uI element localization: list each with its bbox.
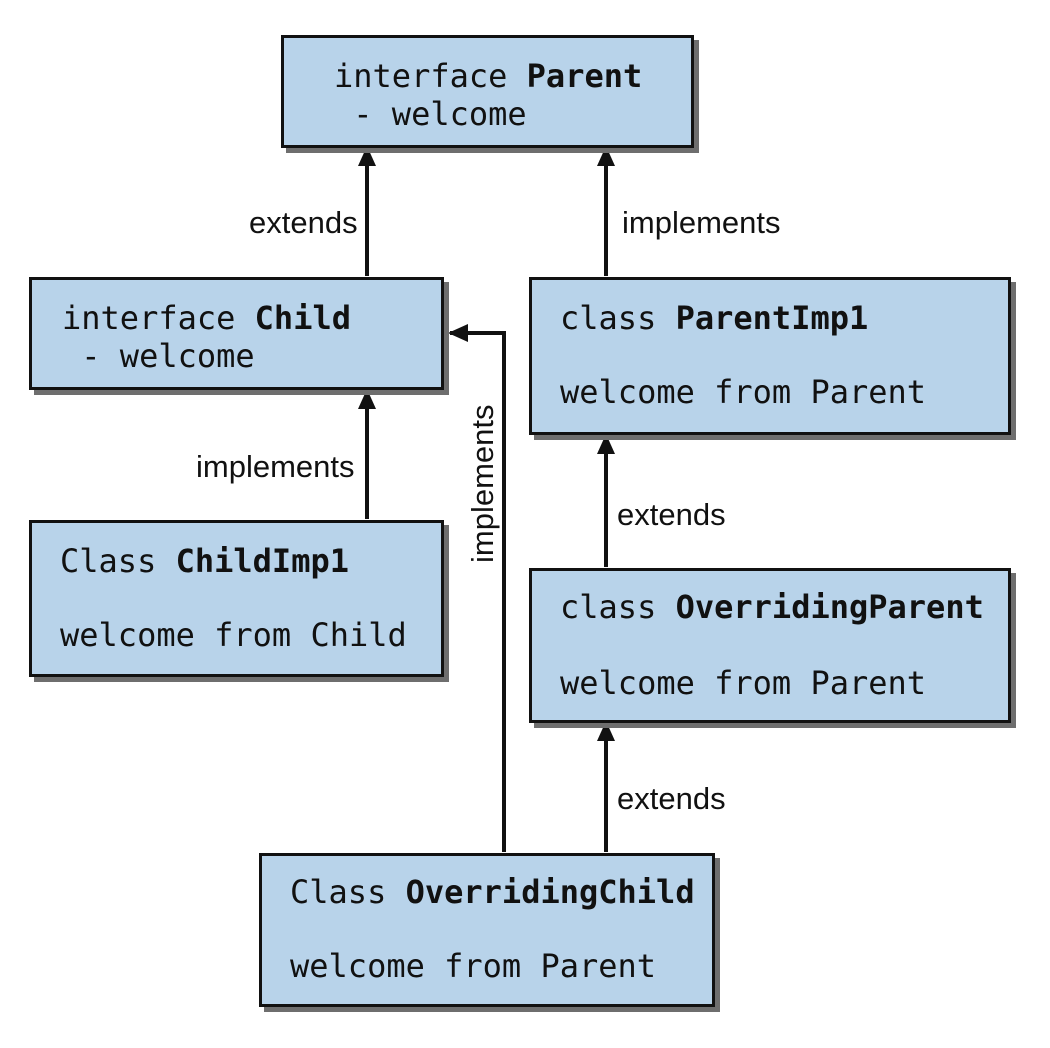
edge-label-overridingchild-implements-child: implements [465,404,500,564]
node-class-parentimp1: class ParentImp1 welcome from Parent [529,277,1011,435]
node-interface-child: interface Child - welcome [29,277,444,390]
node-kind: Class [290,873,387,911]
node-name: ParentImp1 [675,299,869,337]
node-kind: class [560,588,657,626]
edge-label-overridingparent-extends-parentimp1: extends [617,497,726,532]
edge-label-parentimp1-implements-parent: implements [622,205,781,240]
node-class-childimp1: Class ChildImp1 welcome from Child [29,520,444,677]
node-member: - welcome [62,337,255,375]
node-kind: Class [60,542,157,580]
node-class-overridingparent: class OverridingParent welcome from Pare… [529,568,1011,723]
node-name: OverridingChild [405,873,695,911]
edge-overridingchild-implements-child [448,324,506,852]
edge-label-child-extends-parent: extends [249,205,358,240]
node-member: welcome from Parent [290,947,657,985]
node-kind: interface [62,299,236,337]
node-name: ChildImp1 [175,542,349,580]
node-member: welcome from Parent [560,373,927,411]
node-member: - welcome [334,95,527,133]
node-name: Child [254,299,351,337]
node-name: OverridingParent [675,588,984,626]
node-member: welcome from Parent [560,664,927,702]
node-kind: class [560,299,657,337]
edge-label-childimp1-implements-child: implements [196,449,355,484]
node-interface-parent: interface Parent - welcome [281,35,694,148]
node-kind: interface [334,57,508,95]
edge-label-overridingchild-extends-overridingparent: extends [617,781,726,816]
node-name: Parent [526,57,643,95]
node-member: welcome from Child [60,616,407,654]
node-class-overridingchild: Class OverridingChild welcome from Paren… [259,853,715,1007]
